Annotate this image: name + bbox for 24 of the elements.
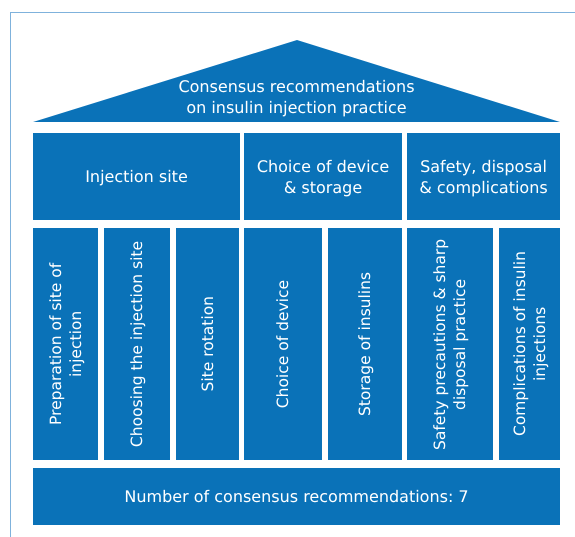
pillar-label: Storage of insulins [355, 272, 375, 416]
category-box [33, 468, 560, 525]
pillar-box [33, 228, 98, 460]
category-label: Number of consensus recommendations: 7 [124, 486, 469, 507]
pillar-box [176, 228, 239, 460]
pillar-label: Complications of insulin injections [510, 250, 550, 438]
pillar-label: Safety precautions & sharp disposal practice [430, 237, 470, 452]
roof-banner [33, 40, 560, 122]
category-label: Choice of device & storage [256, 156, 390, 198]
pillar-label: Site rotation [198, 296, 218, 392]
category-label: Safety, disposal & complications [418, 156, 549, 198]
roof-title: Consensus recommendations on insulin injection practice [177, 76, 416, 118]
pillar-box [244, 228, 322, 460]
pillar-box [104, 228, 170, 460]
category-box [33, 133, 240, 220]
pillar-box [499, 228, 560, 460]
pillar-box [328, 228, 402, 460]
pillar-label: Choice of device [273, 280, 293, 408]
category-box [407, 133, 560, 220]
pillar-label: Preparation of site of injection [46, 262, 86, 428]
category-label: Injection site [85, 166, 188, 187]
category-box [244, 133, 402, 220]
pillar-box [407, 228, 493, 460]
pillar-label: Choosing the injection site [127, 240, 147, 448]
